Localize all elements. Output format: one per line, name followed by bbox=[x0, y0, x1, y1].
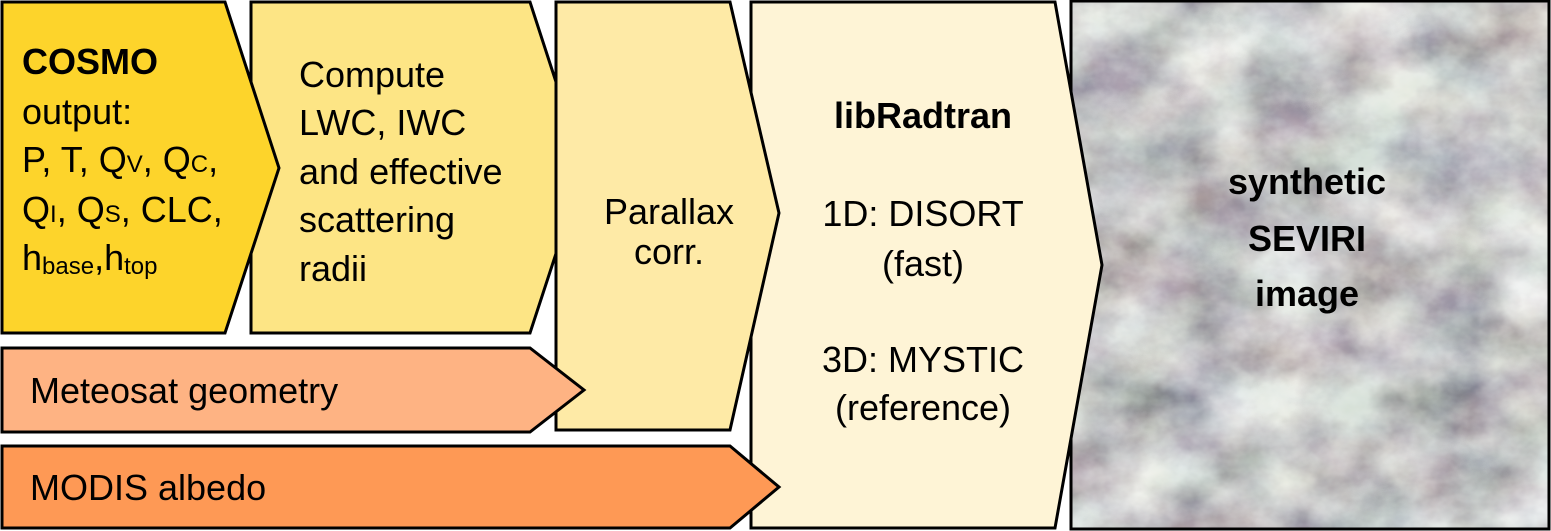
compute-text: Compute LWC, IWC and effective scatterin… bbox=[299, 54, 502, 289]
libradtran-line: (reference) bbox=[835, 387, 1011, 428]
meteosat-label: Meteosat geometry bbox=[30, 370, 338, 411]
libradtran-arrow bbox=[749, 0, 1104, 530]
synthetic-seviri-image bbox=[1069, 0, 1551, 531]
output-line: synthetic bbox=[1228, 161, 1386, 202]
compute-line: radii bbox=[299, 248, 367, 289]
libradtran-title: libRadtran bbox=[834, 95, 1012, 136]
cosmo-vars-line2: QI, QS, CLC, bbox=[22, 189, 223, 230]
output-line: image bbox=[1255, 273, 1359, 314]
parallax-arrow bbox=[554, 0, 781, 432]
libradtran-line: 1D: DISORT bbox=[822, 193, 1023, 234]
meteosat-arrow bbox=[0, 346, 587, 434]
modis-arrow bbox=[0, 444, 782, 530]
cosmo-arrow bbox=[0, 0, 281, 335]
cloud-texture bbox=[1071, 1, 1549, 529]
libradtran-line: 3D: MYSTIC bbox=[822, 339, 1024, 380]
modis-label: MODIS albedo bbox=[30, 467, 266, 508]
compute-line: and effective bbox=[299, 151, 502, 192]
cosmo-vars-line1: P, T, QV, QC, bbox=[22, 139, 218, 180]
libradtran-line: (fast) bbox=[882, 243, 964, 284]
compute-line: Compute bbox=[299, 54, 445, 95]
compute-line: LWC, IWC bbox=[299, 102, 466, 143]
parallax-line: corr. bbox=[634, 231, 704, 272]
compute-line: scattering bbox=[299, 199, 455, 240]
cosmo-vars-line3: hbase,htop bbox=[22, 237, 157, 280]
cosmo-output-label: output: bbox=[22, 91, 132, 132]
cosmo-title: COSMO bbox=[22, 41, 158, 82]
output-line: SEVIRI bbox=[1248, 218, 1366, 259]
parallax-line: Parallax bbox=[604, 191, 734, 232]
